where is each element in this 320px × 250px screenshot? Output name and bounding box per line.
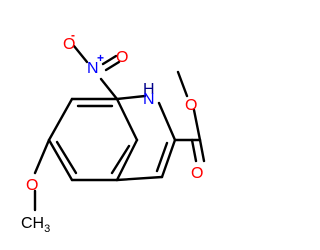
double-bond-inner [110,144,131,175]
bond [176,70,189,98]
nitro-oxygen-top: O [63,36,75,53]
double-bond [190,138,198,163]
methoxy-group-bonds [33,138,51,212]
nitro-nitrogen-charge: + [97,51,104,65]
methoxy-oxygen: O [26,177,38,194]
bond [115,97,139,142]
double-bond [198,138,206,163]
nitro-oxygen-charge: - [71,28,75,42]
indole-nh-hydrogen: H [143,81,155,98]
double-bond [101,54,118,66]
bond [47,138,74,182]
bond [160,138,177,179]
atom-labels: O - N + O H N O O O CH3 [21,28,203,235]
bond [99,77,119,101]
methoxy-carbon: CH3 [21,215,50,235]
nitro-nitrogen: N [87,60,99,77]
bond [33,138,51,175]
double-bond-inner [155,141,169,173]
bond [72,44,89,64]
bond [115,94,147,101]
nitro-group-bonds [72,44,121,101]
bond [115,175,164,182]
bond [157,101,177,142]
molecule-structure: O - N + O H N O O O CH3 [21,28,206,235]
benzene-ring [47,97,139,182]
methoxy-carbon-subscript: 3 [44,223,50,235]
indole-nh-nitrogen: N [143,91,155,108]
bond [115,138,139,182]
ester-ether-oxygen: O [185,97,197,114]
bond [192,108,202,142]
methoxy-carbon-symbol: CH [21,215,44,232]
ester-carbonyl-oxygen: O [191,165,203,182]
ester-group-bonds [173,70,206,163]
double-bond-inner [55,140,78,175]
bond [47,97,74,142]
double-bond [104,60,121,72]
nitro-oxygen-right: O [116,49,128,66]
pyrrole-ring [115,94,177,182]
